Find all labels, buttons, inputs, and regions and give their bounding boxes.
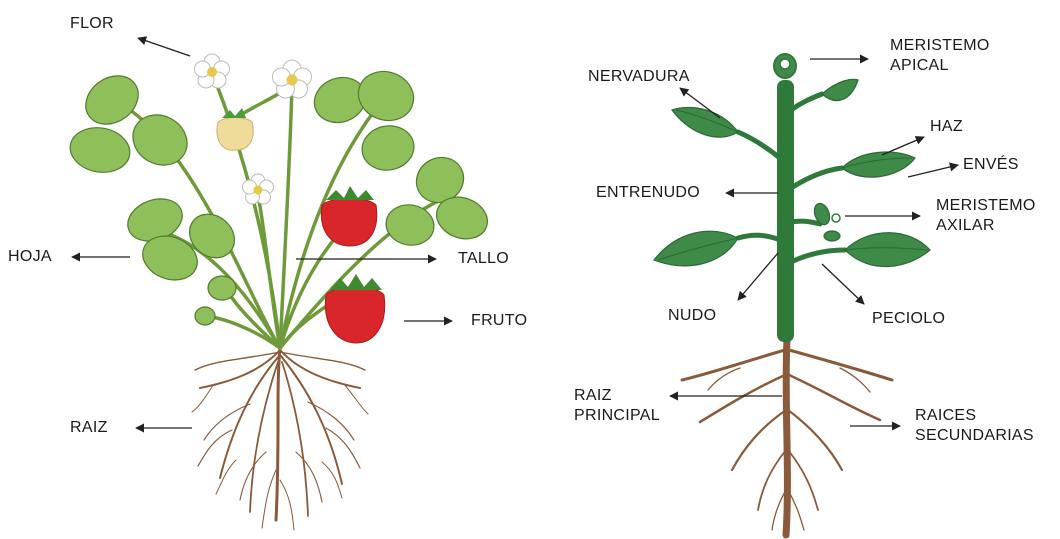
- label-raiz: RAIZ: [70, 418, 108, 438]
- label-tallo: TALLO: [458, 249, 509, 269]
- strawberry-roots: [192, 348, 368, 530]
- label-raiz-principal-line-1: RAIZ: [574, 386, 660, 406]
- leaf-cluster-top-left: [67, 66, 197, 177]
- leaf-upper-left: [672, 108, 738, 138]
- arrow-enves: [908, 165, 958, 177]
- label-entrenudo: ENTRENUDO: [596, 183, 700, 203]
- axillary-bud: [832, 214, 840, 222]
- leaf-cluster-top-right: [308, 64, 420, 174]
- label-nervadura: NERVADURA: [588, 67, 690, 87]
- label-meristemo-axilar: MERISTEMO AXILAR: [936, 196, 1036, 236]
- label-raices-secundarias: RAICES SECUNDARIAS: [915, 406, 1034, 446]
- strawberry-plant-illustration: [67, 38, 494, 530]
- unripe-fruit: [217, 108, 253, 150]
- label-enves: ENVÉS: [963, 155, 1019, 175]
- red-fruit-upper: [321, 186, 376, 246]
- label-raiz-principal: RAIZ PRINCIPAL: [574, 386, 660, 426]
- label-peciolo: PECIOLO: [872, 309, 945, 329]
- leaf-top-right: [822, 79, 858, 100]
- label-meristemo-axilar-line-1: MERISTEMO: [936, 196, 1036, 216]
- strawberry-fruits: [217, 108, 385, 343]
- generic-stem: [774, 54, 796, 342]
- label-raices-secundarias-line-1: RAICES: [915, 406, 1034, 426]
- label-raiz-principal-line-2: PRINCIPAL: [574, 406, 660, 426]
- label-meristemo-axilar-line-2: AXILAR: [936, 216, 1036, 236]
- arrow-flor: [138, 38, 190, 56]
- strawberry-leaves: [67, 64, 494, 325]
- arrow-nudo: [738, 253, 778, 300]
- label-nudo: NUDO: [668, 306, 716, 326]
- label-meristemo-apical-line-1: MERISTEMO: [890, 36, 990, 56]
- label-meristemo-apical: MERISTEMO APICAL: [890, 36, 990, 76]
- flower-1: [195, 54, 230, 88]
- arrow-haz: [882, 137, 924, 155]
- label-raices-secundarias-line-2: SECUNDARIAS: [915, 426, 1034, 446]
- label-hoja: HOJA: [8, 247, 52, 267]
- generic-plant-illustration: [654, 54, 958, 535]
- flower-2: [273, 60, 312, 98]
- label-haz: HAZ: [930, 117, 963, 137]
- arrow-peciolo: [822, 264, 864, 304]
- generic-roots: [682, 340, 892, 535]
- label-fruto: FRUTO: [471, 311, 527, 331]
- label-flor: FLOR: [70, 14, 114, 34]
- label-meristemo-apical-line-2: APICAL: [890, 56, 990, 76]
